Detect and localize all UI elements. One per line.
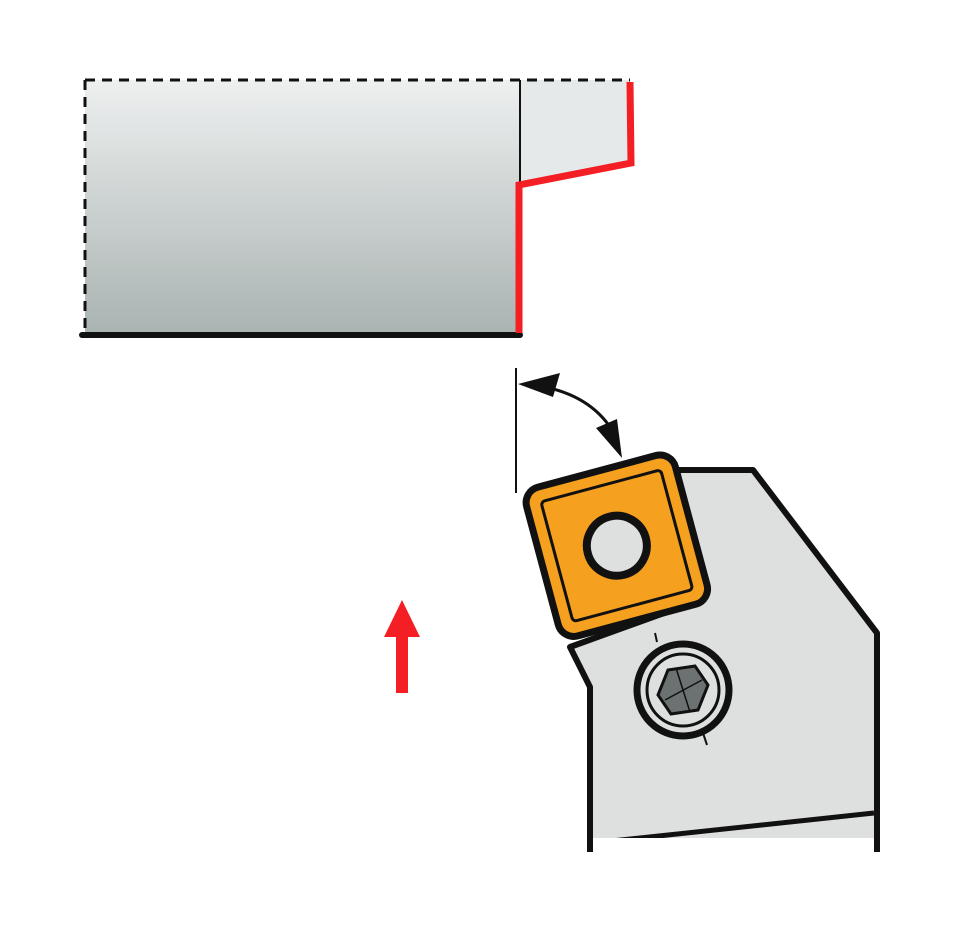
feed-arrow-head — [384, 600, 420, 637]
arc-arrowhead-left — [518, 373, 560, 397]
insert-hole — [582, 511, 651, 580]
workpiece — [79, 78, 635, 338]
machined-profile — [515, 81, 635, 333]
center-mark-top — [654, 632, 658, 643]
double-headed-arc-arrow-icon — [515, 368, 622, 493]
insert-chipbreaker — [540, 469, 694, 623]
arrow-up-icon — [384, 600, 420, 693]
removed-material — [519, 80, 630, 185]
holder-cut-mask — [586, 838, 881, 868]
socket-cross-b — [675, 667, 691, 713]
feed-arrow-shaft — [396, 630, 408, 693]
cutting-insert — [522, 451, 712, 640]
tool-holder — [567, 467, 881, 868]
arc-arrowhead-right — [596, 419, 622, 458]
center-mark-bottom — [702, 732, 708, 746]
clamp-screw-icon — [633, 632, 733, 746]
screw-inner-ring — [645, 652, 721, 728]
workpiece-body — [85, 80, 519, 335]
